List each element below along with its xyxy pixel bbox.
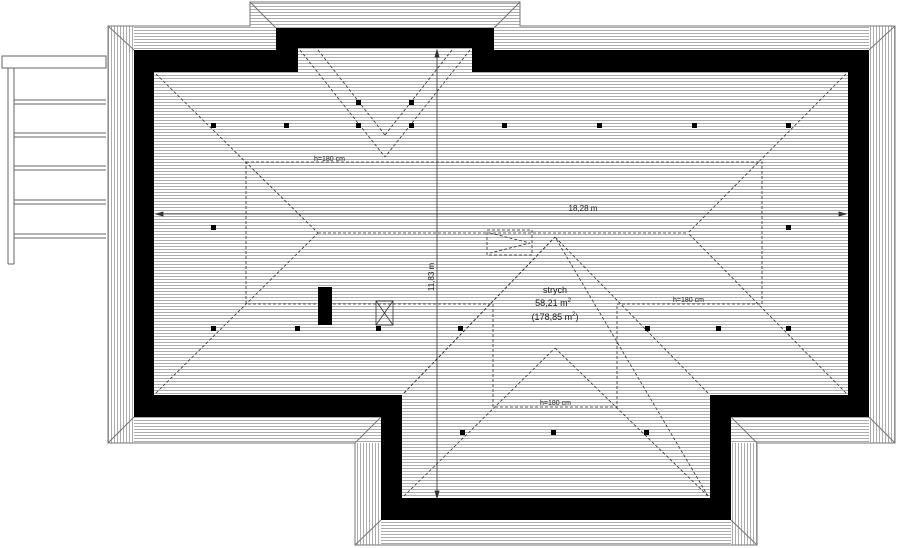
attic-hatch	[486, 229, 533, 256]
height-label-top-left: h=180 cm	[314, 156, 345, 163]
height-label-right: h=180 cm	[673, 297, 704, 304]
chimney	[318, 287, 332, 325]
dimension-depth-label: 11,83 m	[427, 263, 436, 292]
room-area: 58,21 m2	[535, 298, 572, 308]
vent-shaft	[375, 300, 394, 326]
room-name: strych	[543, 285, 567, 295]
roof-eaves	[107, 1, 896, 546]
room-total-area: (178,85 m2)	[532, 312, 579, 322]
dimension-lines	[154, 48, 848, 500]
outer-walls	[134, 28, 869, 520]
balcony-railing	[1, 55, 107, 265]
dimension-width-label: 18,28 m	[569, 204, 598, 213]
roof-window-markers	[211, 100, 791, 435]
height-label-bottom: h=180 cm	[540, 400, 571, 407]
roof-slope-lines	[155, 49, 847, 497]
